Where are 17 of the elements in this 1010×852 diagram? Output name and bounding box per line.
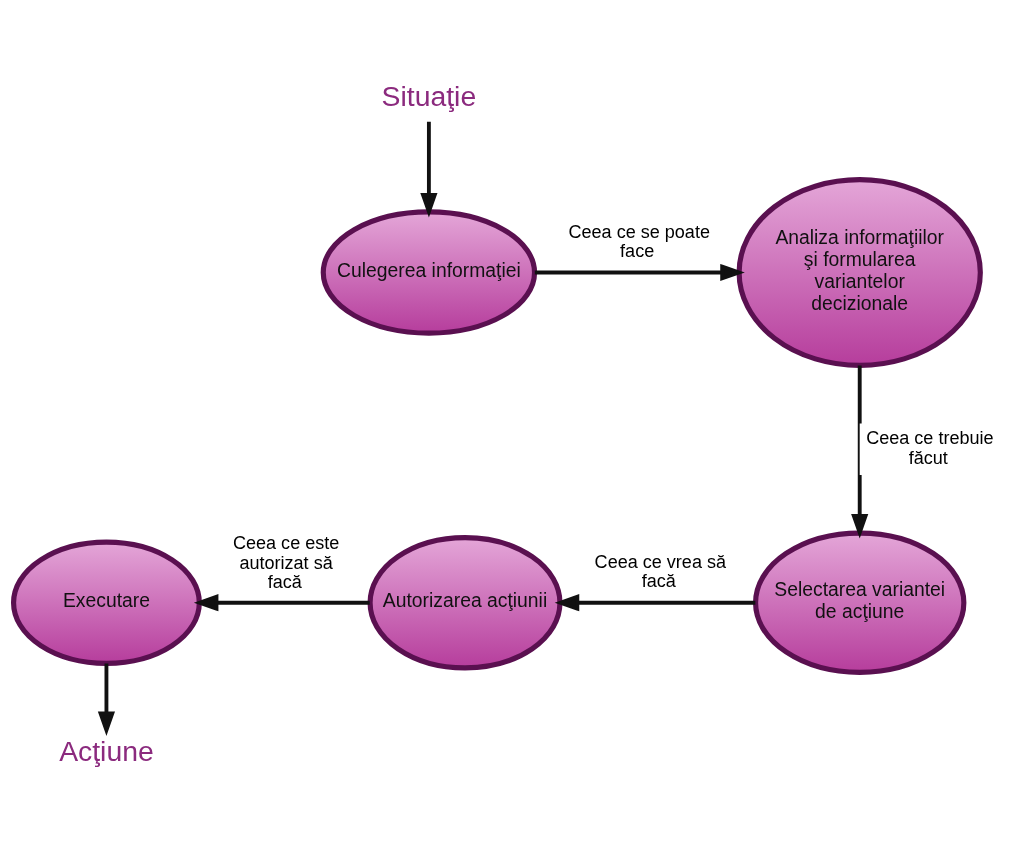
edge-label: Ceea ce vrea să facă [594,552,727,592]
arrow [97,663,116,737]
edge-label: Ceea ce se poate face [568,221,710,262]
arrow [420,121,438,218]
node-ellipse: Culegerea informaţiei [320,209,538,336]
edge-label: Ceea ce este autorizat să facă [232,533,340,593]
node-ellipse: Selectarea variantei de acţiune [753,530,967,675]
node-text: Situaţie [381,79,477,112]
edge-label: Ceea ce trebuie făcut [866,428,994,468]
arrow [534,263,745,282]
node-ellipse: Autorizarea acţiunii [367,535,563,671]
node-ellipse: Analiza informaţiilor şi formularea variantelor decizionale [736,177,983,368]
arrow [193,594,370,612]
node-ellipse: Executare [11,539,202,666]
arrow [851,365,869,539]
node-text: Acţiune [59,734,154,767]
arrow [554,594,756,612]
